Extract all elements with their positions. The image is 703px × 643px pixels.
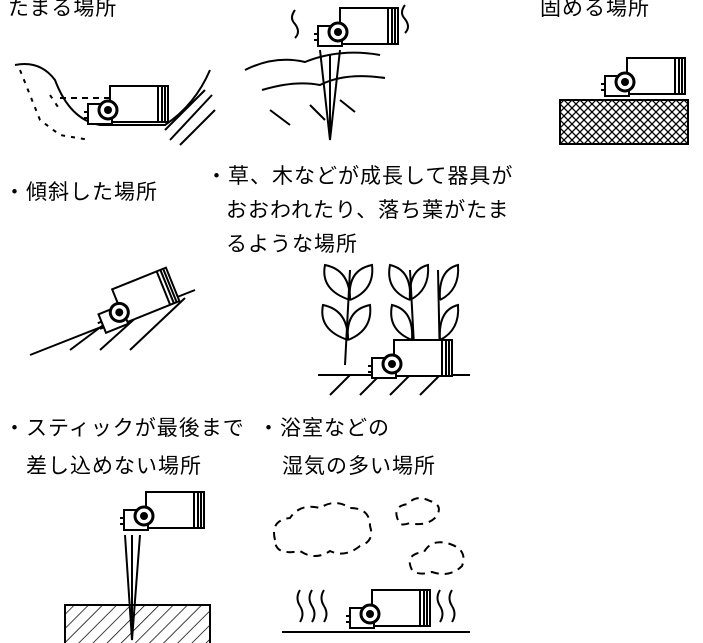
caption-stick-line1: ・スティックが最後まで (4, 416, 245, 440)
scene-bathroom (273, 497, 470, 633)
scene-plants (318, 263, 470, 396)
caption-hard-ground-line1: 固める場所 (540, 0, 650, 20)
scene-earth (244, 4, 409, 141)
caption-plants-line1: ・草、木などが成長して器具が (206, 164, 514, 188)
scene-hard-ground (559, 56, 689, 145)
scene-puddle (14, 63, 216, 146)
caption-bathroom-line2: 湿気の多い場所 (282, 454, 436, 478)
scene-slope (29, 266, 196, 356)
caption-puddle-line1: たまる場所 (8, 0, 118, 20)
caption-slope-line1: ・傾斜した場所 (4, 180, 158, 204)
caption-plants-line3: るような場所 (226, 232, 358, 256)
caption-stick-line2: 差し込めない場所 (26, 454, 202, 478)
scene-stick (64, 490, 211, 643)
caption-bathroom-line1: ・浴室などの (258, 416, 390, 440)
caption-plants-line2: おおわれたり、落ち葉がたま (226, 198, 510, 222)
